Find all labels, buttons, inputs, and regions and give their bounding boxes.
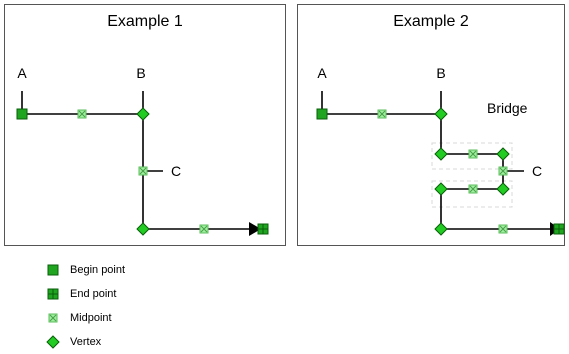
- legend-item-begin-point: Begin point: [46, 258, 125, 282]
- end-point-marker: [257, 223, 269, 235]
- begin-point-icon: [47, 264, 59, 276]
- example-2-title: Example 2: [393, 13, 469, 30]
- midpoint-marker: [498, 224, 508, 234]
- legend-label: Begin point: [70, 264, 126, 276]
- legend-item-vertex: Vertex: [46, 330, 125, 354]
- bridge-guides: [431, 142, 513, 208]
- legend-label: Midpoint: [70, 312, 112, 324]
- vertex-marker: [434, 222, 448, 236]
- legend-label: Vertex: [70, 336, 102, 348]
- legend-item-midpoint: Midpoint: [46, 306, 125, 330]
- legend-label: End point: [70, 288, 117, 300]
- label-bridge: Bridge: [487, 100, 528, 116]
- vertex-marker: [136, 222, 150, 236]
- end-point-marker: [553, 223, 565, 235]
- midpoint-marker: [468, 149, 478, 159]
- arrowhead: [249, 222, 261, 236]
- example-1-title: Example 1: [107, 13, 183, 30]
- vertex-marker: [496, 182, 510, 196]
- end-point-icon: [47, 288, 59, 300]
- example-2-diagram: A B Bridge C: [316, 65, 565, 236]
- midpoint-marker: [498, 166, 508, 176]
- midpoint-marker: [77, 109, 87, 119]
- label-a: A: [317, 65, 327, 81]
- begin-point-marker: [316, 108, 328, 120]
- midpoint-marker: [468, 184, 478, 194]
- vertex-icon: [46, 335, 60, 349]
- midpoint-marker: [199, 224, 209, 234]
- example-1-diagram: A B C: [16, 65, 269, 236]
- vertex-marker: [434, 147, 448, 161]
- label-b: B: [136, 65, 145, 81]
- legend-item-end-point: End point: [46, 282, 125, 306]
- midpoint-marker: [377, 109, 387, 119]
- label-c: C: [532, 163, 542, 179]
- label-a: A: [17, 65, 27, 81]
- legend: Begin point End point Midpoint Vertex: [46, 258, 125, 354]
- vertex-marker: [496, 147, 510, 161]
- midpoint-marker: [138, 166, 148, 176]
- label-c: C: [171, 163, 181, 179]
- label-b: B: [436, 65, 445, 81]
- midpoint-icon: [48, 313, 58, 323]
- begin-point-marker: [16, 108, 28, 120]
- vertex-marker: [136, 107, 150, 121]
- vertex-marker: [434, 182, 448, 196]
- example-2-panel: Example 2: [297, 4, 565, 246]
- example-1-panel: Example 1: [4, 4, 286, 246]
- vertex-marker: [434, 107, 448, 121]
